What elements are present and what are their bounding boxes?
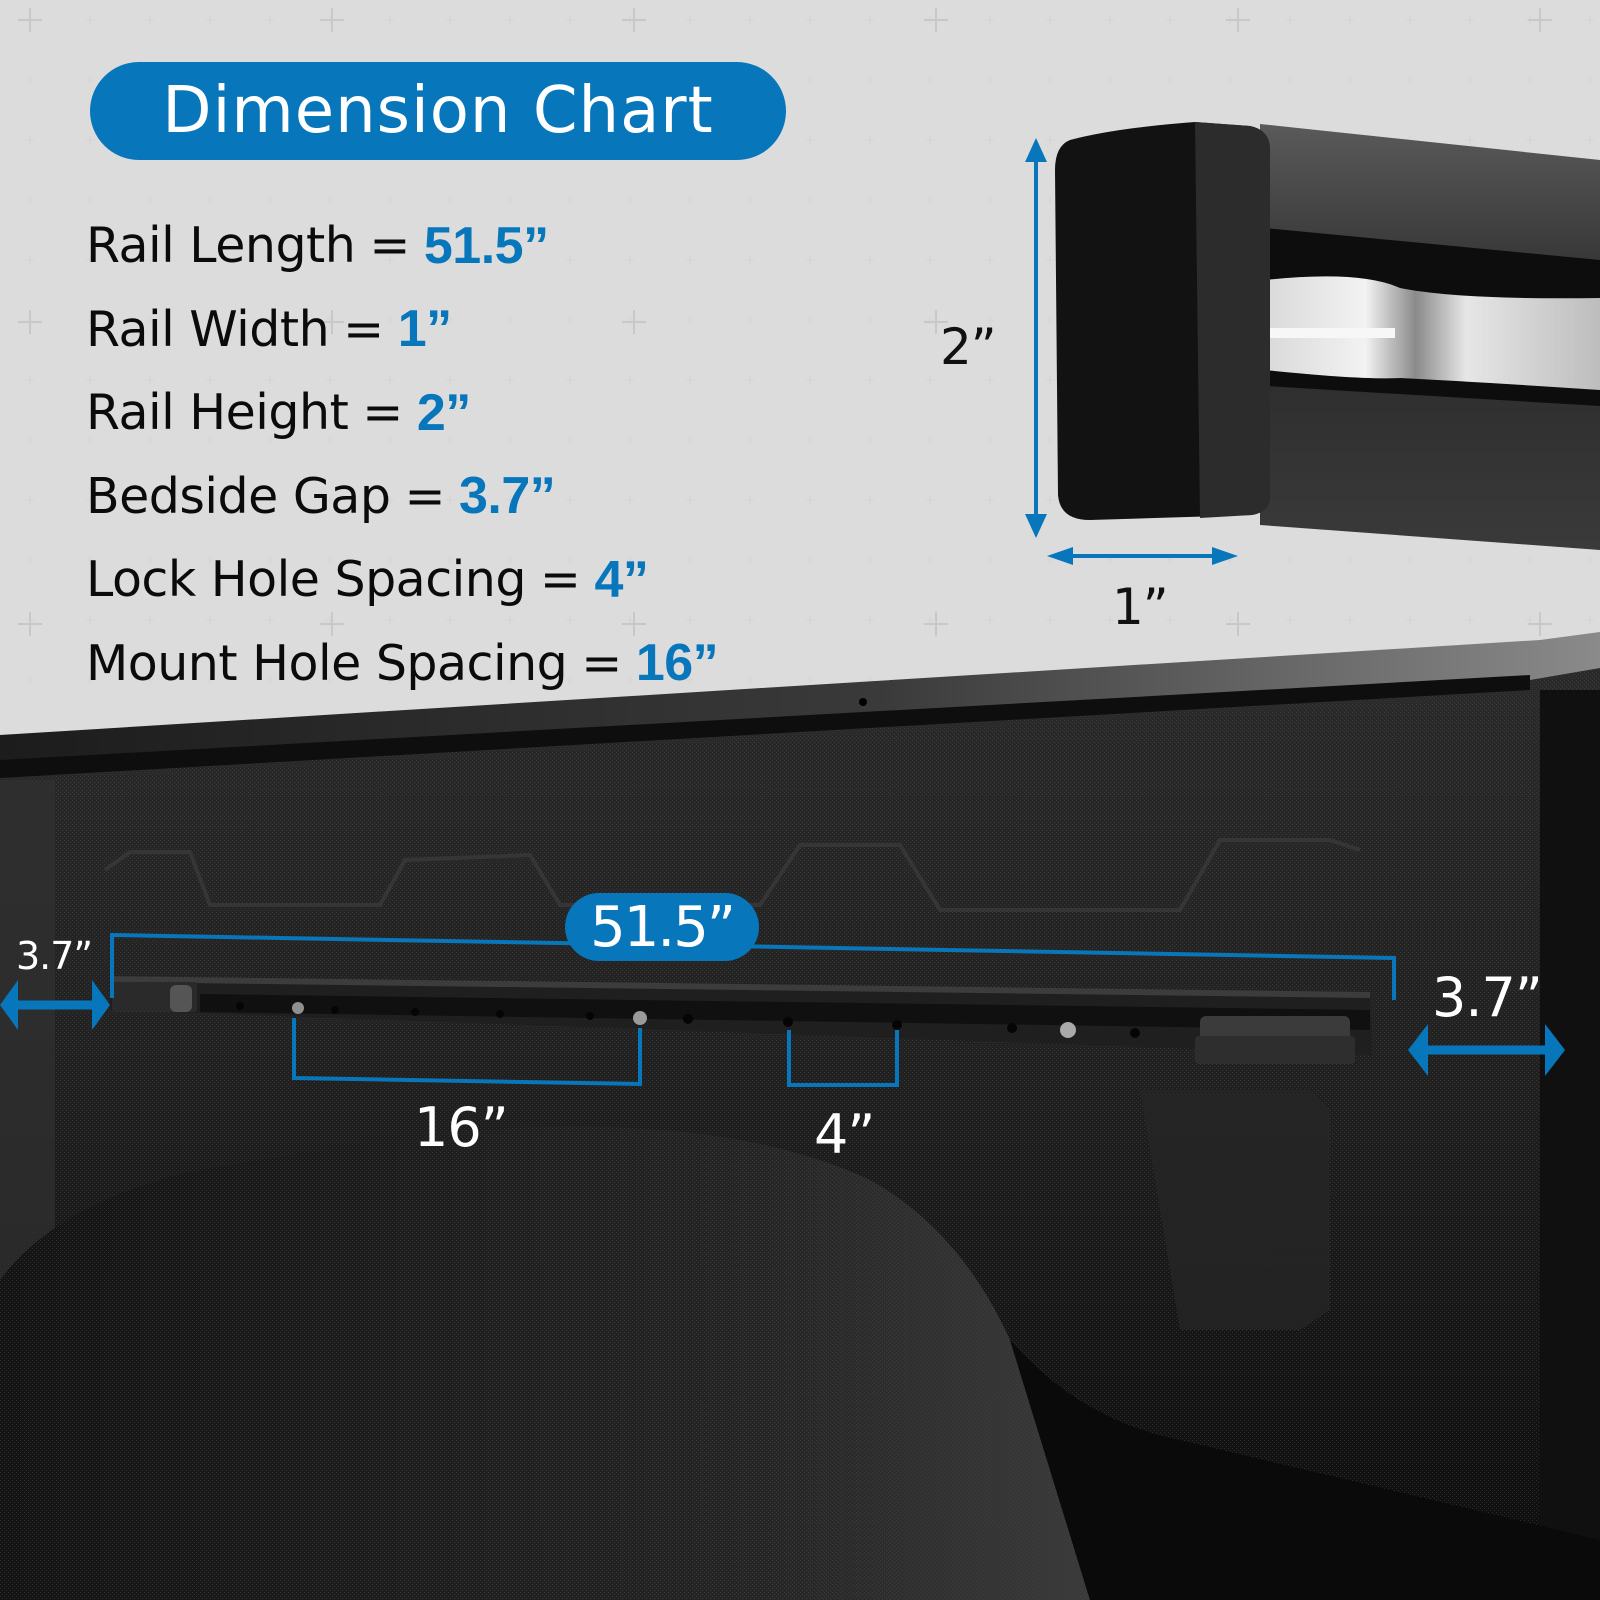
truck-bed-icon xyxy=(0,632,1600,1600)
equals-sign: = xyxy=(581,634,622,692)
truck-bed-illustration xyxy=(0,620,1600,1600)
spec-label: Bedside Gap xyxy=(86,467,391,525)
title-badge: Dimension Chart xyxy=(90,62,786,160)
lock-spacing-label: 4” xyxy=(814,1103,875,1166)
spec-value: 1” xyxy=(397,300,452,359)
spec-value: 2” xyxy=(416,383,471,442)
spec-label: Rail Height xyxy=(86,384,349,442)
spec-value: 16” xyxy=(635,634,719,693)
spec-value: 3.7” xyxy=(459,467,556,526)
right-gap-label: 3.7” xyxy=(1432,966,1543,1029)
equals-sign: = xyxy=(369,217,410,275)
equals-sign: = xyxy=(404,467,445,525)
spec-rail-width: Rail Width = 1” xyxy=(86,288,718,372)
rail-profile-illustration: 2” 1” xyxy=(940,110,1600,670)
spec-value: 51.5” xyxy=(423,216,549,275)
rail-end-cap-icon xyxy=(1025,122,1600,565)
equals-sign: = xyxy=(539,551,581,609)
spec-bedside-gap: Bedside Gap = 3.7” xyxy=(86,455,718,539)
mount-spacing-label: 16” xyxy=(414,1096,509,1159)
page-title: Dimension Chart xyxy=(162,74,714,148)
width-dimension-label: 1” xyxy=(1112,578,1169,636)
spec-lock-hole-spacing: Lock Hole Spacing = 4” xyxy=(86,538,718,622)
equals-sign: = xyxy=(343,300,384,358)
spec-label: Mount Hole Spacing xyxy=(86,634,568,692)
spec-rail-height: Rail Height = 2” xyxy=(86,371,718,455)
spec-label: Rail Length xyxy=(86,217,356,275)
rail-length-label: 51.5” xyxy=(590,894,736,960)
spec-value: 4” xyxy=(594,550,649,609)
spec-mount-hole-spacing: Mount Hole Spacing = 16” xyxy=(86,622,719,706)
equals-sign: = xyxy=(362,384,403,442)
spec-label: Rail Width xyxy=(86,300,330,358)
left-gap-label: 3.7” xyxy=(16,934,93,978)
height-dimension-label: 2” xyxy=(940,318,997,376)
spec-label: Lock Hole Spacing xyxy=(86,551,526,609)
spec-list: Rail Length = 51.5” Rail Width = 1” Rail… xyxy=(86,204,719,706)
spec-rail-length: Rail Length = 51.5” xyxy=(86,204,718,288)
rail-length-badge: 51.5” xyxy=(565,893,759,961)
